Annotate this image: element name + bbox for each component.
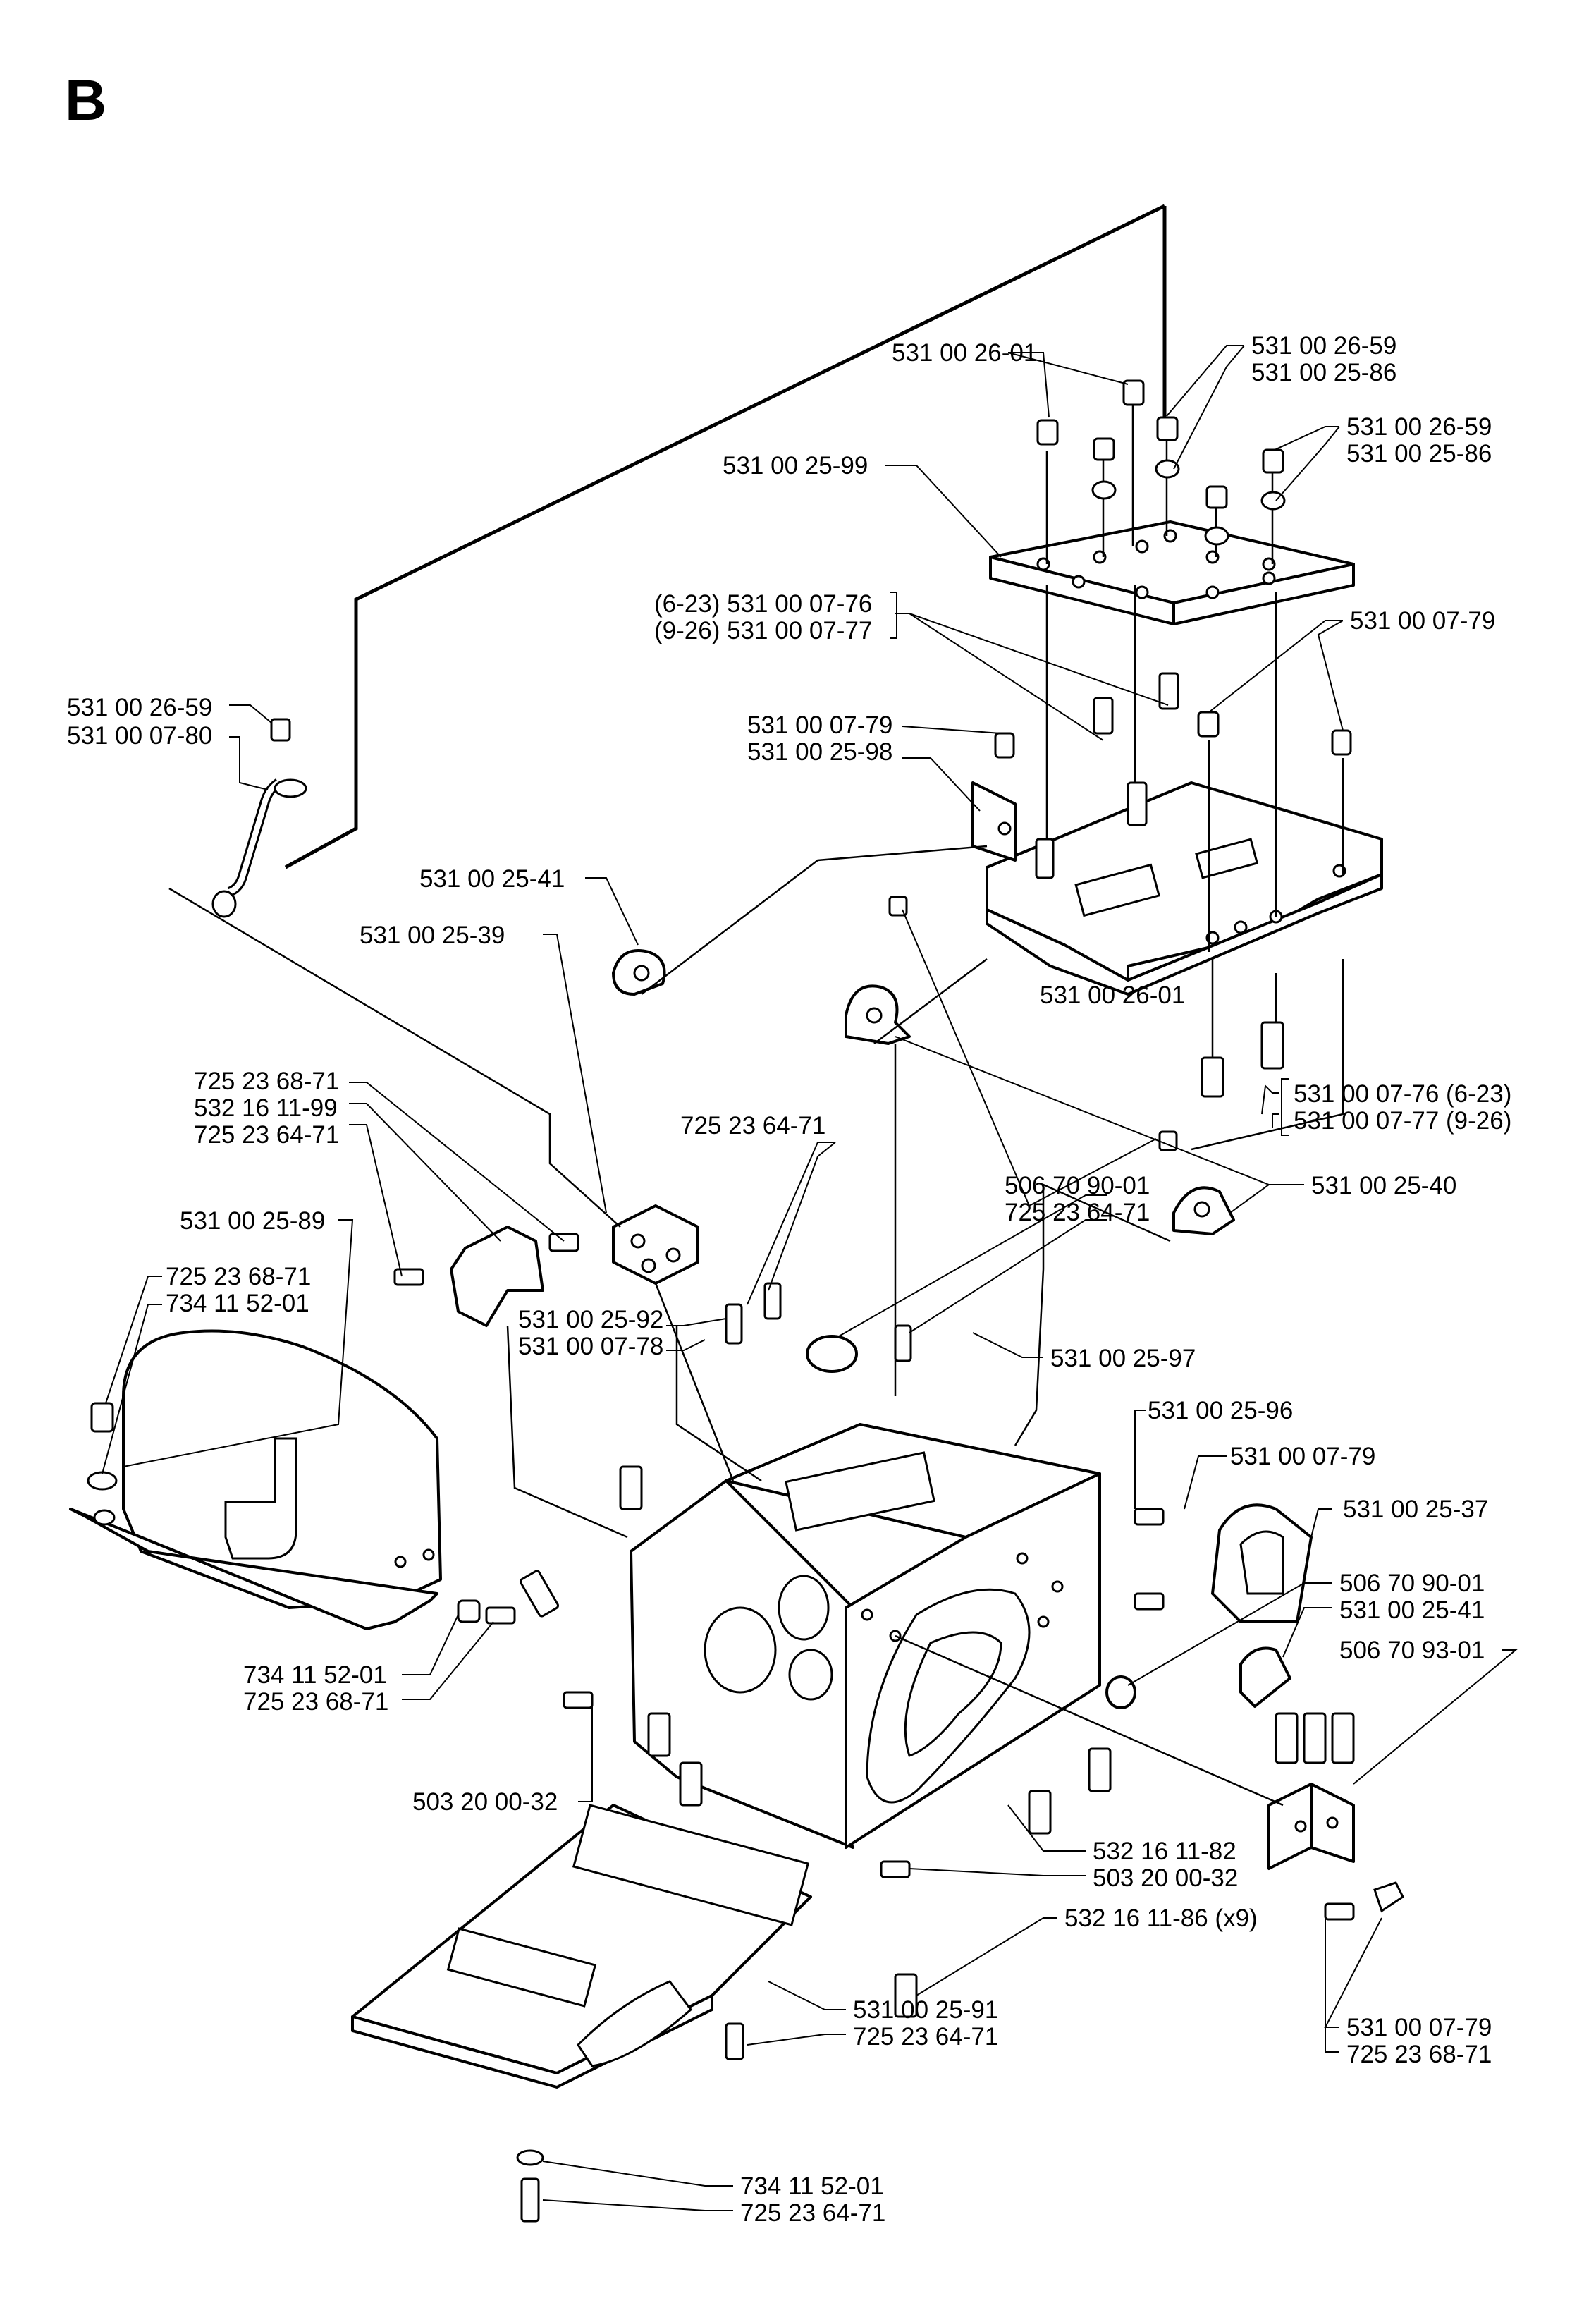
right-bracket: [1267, 1712, 1404, 1913]
label-503-20-00-32-b: 503 20 00-32: [1093, 1864, 1238, 1892]
assembly-lines: [168, 845, 1344, 1539]
label-531-00-26-01-mid: 531 00 26-01: [1040, 982, 1185, 1009]
label-531-00-25-96: 531 00 25-96: [1148, 1397, 1293, 1424]
gearbox-housing: [630, 1423, 1101, 1849]
control-cable: [211, 204, 1167, 918]
leader-lines: [102, 345, 1518, 2211]
frame-studs: [994, 585, 1352, 1098]
label-734-11-52-01-c: 734 11 52-01: [740, 2173, 884, 2200]
label-531-00-26-01-top: 531 00 26-01: [892, 339, 1037, 367]
label-531-00-07-78: 531 00 07-78: [518, 1333, 663, 1360]
label-531-00-07-77-9-26: 531 00 07-77 (9-26): [1294, 1107, 1511, 1135]
label-725-23-64-71-a: 725 23 64-71: [194, 1121, 339, 1149]
label-531-00-07-76-6-23: 531 00 07-76 (6-23): [1294, 1080, 1511, 1108]
label-531-00-25-86-b: 531 00 25-86: [1346, 440, 1492, 468]
cover-plate: [1211, 1503, 1313, 1623]
alt-brackets: [890, 592, 1289, 1136]
label-532-16-11-82: 532 16 11-82: [1093, 1838, 1236, 1865]
part-labels: 531 00 26-01 531 00 26-59 531 00 25-86 5…: [67, 332, 1511, 2227]
label-725-23-68-71-c: 725 23 68-71: [243, 1688, 388, 1716]
label-531-00-25-86-a: 531 00 25-86: [1251, 359, 1396, 386]
label-531-00-25-89: 531 00 25-89: [180, 1207, 325, 1235]
top-plate: [989, 520, 1355, 625]
bracket-16-11-99: [393, 1226, 544, 1327]
label-531-00-25-99: 531 00 25-99: [723, 452, 868, 479]
label-531-00-25-37: 531 00 25-37: [1343, 1496, 1488, 1523]
label-725-23-64-71-d: 725 23 64-71: [853, 2023, 998, 2051]
label-531-00-25-98: 531 00 25-98: [747, 738, 892, 766]
belt-guard: [69, 1329, 442, 1630]
label-531-00-25-39: 531 00 25-39: [360, 922, 505, 949]
shaft-rod: [895, 1634, 1284, 1807]
label-9-26-531-00-07-77: (9-26) 531 00 07-77: [654, 617, 872, 644]
label-531-00-07-80: 531 00 07-80: [67, 722, 212, 750]
mounting-frame: [971, 781, 1383, 996]
label-506-70-93-01: 506 70 93-01: [1339, 1637, 1485, 1664]
label-725-23-68-71-a: 725 23 68-71: [194, 1068, 339, 1095]
label-531-00-25-92: 531 00 25-92: [518, 1306, 663, 1333]
label-531-00-07-79-d: 531 00 07-79: [1346, 2014, 1492, 2041]
section-letter: B: [65, 68, 106, 133]
label-531-00-26-59-c: 531 00 26-59: [67, 694, 212, 721]
clips: [519, 1465, 1112, 2018]
label-531-00-07-79-b: 531 00 07-79: [747, 711, 892, 739]
bolts: [457, 1282, 1355, 2223]
label-531-00-26-59-a: 531 00 26-59: [1251, 332, 1396, 360]
label-531-00-25-40: 531 00 25-40: [1311, 1172, 1456, 1199]
bracket-25-39: [548, 1204, 699, 1285]
label-531-00-25-97: 531 00 25-97: [1050, 1345, 1196, 1372]
label-6-23-531-00-07-76: (6-23) 531 00 07-76: [654, 590, 872, 618]
label-532-16-11-99: 532 16 11-99: [194, 1094, 338, 1122]
label-734-11-52-01-a: 734 11 52-01: [166, 1290, 309, 1317]
label-506-70-90-01-a: 506 70 90-01: [1005, 1172, 1150, 1199]
top-studs: [1036, 379, 1286, 564]
label-725-23-68-71-d: 725 23 68-71: [1346, 2041, 1492, 2068]
label-725-23-68-71-b: 725 23 68-71: [166, 1263, 311, 1290]
label-734-11-52-01-b: 734 11 52-01: [243, 1661, 387, 1689]
label-531-00-25-41-a: 531 00 25-41: [419, 865, 565, 893]
label-725-23-64-71-e: 725 23 64-71: [740, 2199, 885, 2227]
vibration-dampers: [612, 896, 1235, 1235]
label-503-20-00-32-a: 503 20 00-32: [412, 1788, 558, 1816]
label-531-00-07-79-a: 531 00 07-79: [1350, 607, 1495, 635]
base-plate: [351, 1804, 812, 2089]
label-531-00-07-79-c: 531 00 07-79: [1230, 1443, 1375, 1470]
label-531-00-25-91: 531 00 25-91: [853, 1996, 998, 2024]
label-725-23-64-71-b: 725 23 64-71: [680, 1112, 825, 1139]
label-532-16-11-86-x9: 532 16 11-86 (x9): [1064, 1905, 1258, 1932]
label-506-70-90-01-b: 506 70 90-01: [1339, 1570, 1485, 1597]
label-531-00-26-59-b: 531 00 26-59: [1346, 413, 1492, 441]
label-725-23-64-71-c: 725 23 64-71: [1005, 1199, 1150, 1226]
label-531-00-25-41-b: 531 00 25-41: [1339, 1596, 1485, 1624]
